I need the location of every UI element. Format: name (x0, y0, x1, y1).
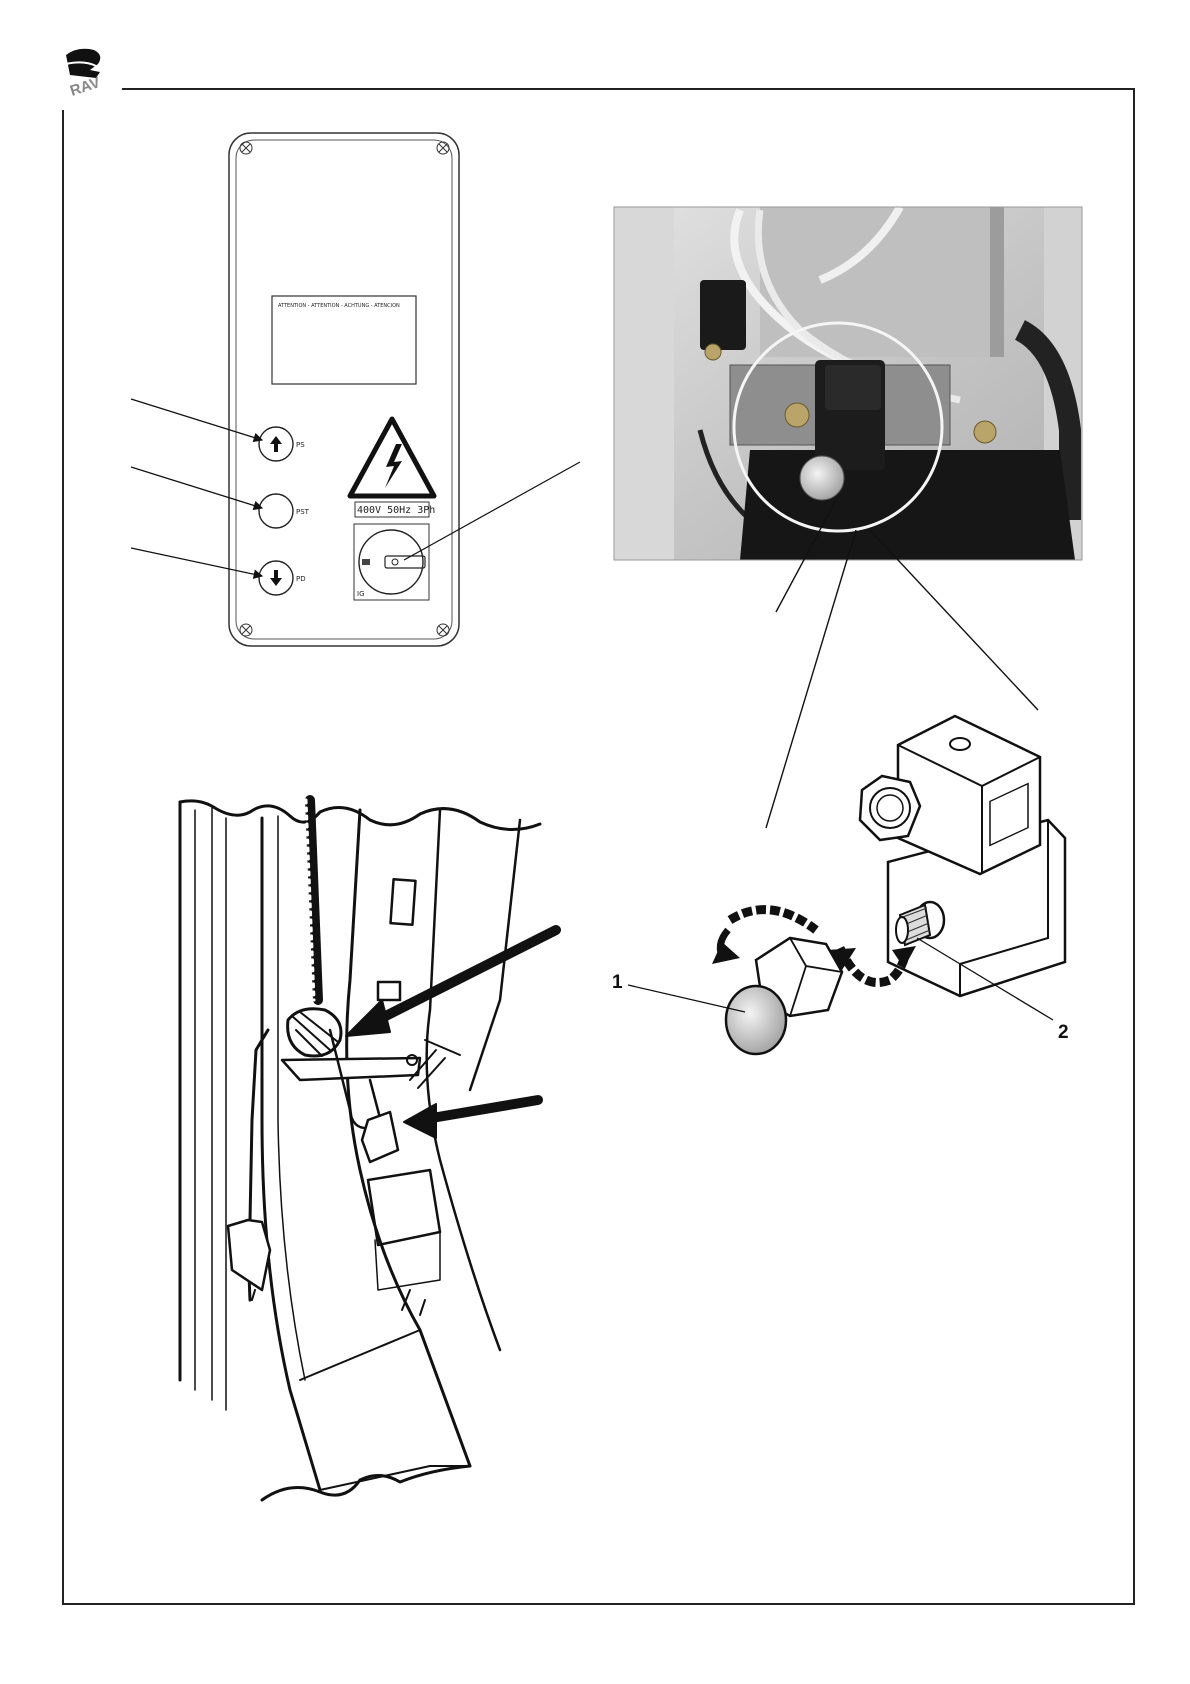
main-switch: IG (354, 524, 429, 600)
callout-2: 2 (1058, 1022, 1069, 1043)
cap-nut (726, 938, 842, 1054)
screw-icon (437, 142, 449, 154)
callout-line-1 (628, 985, 745, 1012)
button-label-ps: PS (296, 441, 305, 449)
solenoid-exploded-diagram: 1 2 (612, 716, 1069, 1054)
switch-label: IG (357, 590, 365, 598)
hydraulic-unit-photo (614, 207, 1082, 560)
brand-logo: RAV (66, 49, 102, 100)
cable-gland (860, 776, 920, 840)
button-label-pd: PD (296, 575, 306, 583)
callout-1: 1 (612, 972, 623, 993)
leader-line-down (131, 548, 262, 576)
arrow-pointer-lower (420, 1100, 538, 1120)
screw-icon (240, 142, 252, 154)
button-label-pst: PST (296, 508, 310, 516)
panel-display-text: ATTENTION - ATTENTION - ACHTUNG - ATENCI… (278, 303, 400, 309)
voltage-label: 400V 50Hz 3Ph (357, 505, 435, 516)
control-panel-diagram: ATTENTION - ATTENTION - ACHTUNG - ATENCI… (131, 133, 580, 646)
screw-icon (240, 624, 252, 636)
panel-outer (229, 133, 459, 646)
leader-line-detail-left (766, 530, 856, 828)
stop-button: PST (259, 494, 310, 528)
panel-inner (236, 140, 452, 639)
high-voltage-icon (350, 419, 434, 496)
down-button: PD (259, 561, 306, 595)
leader-line-up (131, 399, 262, 440)
up-button: PS (259, 427, 305, 461)
arrow-down-icon (270, 570, 282, 586)
leader-line-stop (131, 467, 262, 508)
logo-text: RAV (68, 74, 102, 100)
arrow-up-icon (270, 436, 282, 452)
panel-display (272, 296, 416, 384)
screw-icon (437, 624, 449, 636)
arrow-pointer-upper (358, 930, 556, 1030)
column-lock-diagram (180, 800, 556, 1500)
